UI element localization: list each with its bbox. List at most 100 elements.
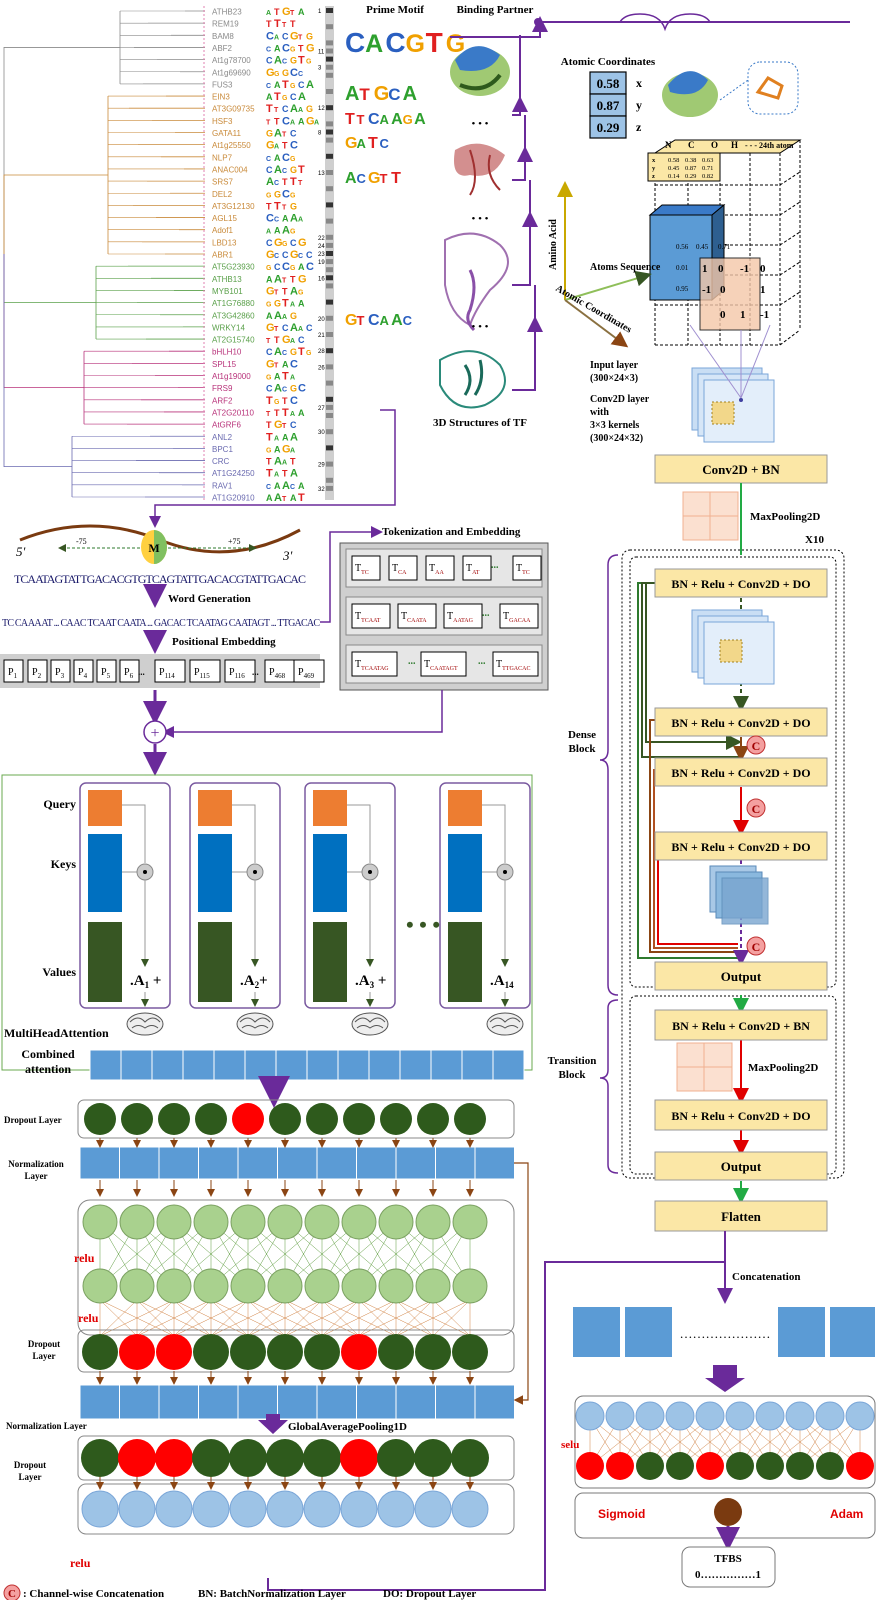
- word-sequence: TC CA AA AT ... CA AC TCAAT CAATA ... GA…: [2, 618, 320, 629]
- combined-cell: [120, 1049, 153, 1081]
- gene-label: At1g19000: [212, 372, 251, 381]
- prime-motif-letter: A: [414, 111, 426, 128]
- motif-letter: C: [266, 56, 273, 66]
- protein-structure-3: [444, 232, 509, 332]
- cube-axes: [557, 181, 652, 348]
- gene-label: BAM8: [212, 32, 234, 41]
- motif-letter: G: [306, 59, 312, 66]
- concat-badge-2: C: [752, 802, 761, 816]
- gene-label: AT1G76880: [212, 299, 255, 308]
- prime-motif-letter: G: [374, 83, 390, 105]
- gene-label: At1g78700: [212, 56, 251, 65]
- legend-concat: : Channel-wise Concatenation: [23, 1588, 164, 1600]
- motif-letter: G: [274, 189, 281, 199]
- motif-letter: C: [274, 262, 281, 272]
- dropout-label-3b: Layer: [19, 1472, 42, 1482]
- selu-neuron: [786, 1452, 814, 1480]
- position-label: P5: [101, 667, 111, 680]
- mha-label: MultiHeadAttention: [4, 1026, 109, 1040]
- dense-block-label-2: Block: [569, 743, 597, 755]
- motif-letter: C: [282, 59, 287, 66]
- brain-icon: [236, 1012, 274, 1036]
- motif-letter: T: [282, 298, 289, 310]
- prime-motif-letter: C: [380, 136, 390, 151]
- motif-letter: G: [306, 31, 313, 41]
- selu-neuron: [816, 1452, 844, 1480]
- dense-network: [77, 1099, 529, 1535]
- dropout-label-2a: Dropout: [28, 1339, 60, 1349]
- gene-label: RAV1: [212, 481, 233, 490]
- motif-letter: A: [274, 346, 282, 358]
- gene-label: NLP7: [212, 153, 233, 162]
- query-block: [198, 790, 232, 826]
- motif-letter: A: [274, 372, 281, 382]
- transition-block-label-2: Block: [559, 1069, 587, 1081]
- combined-cell: [244, 1049, 277, 1081]
- motif-letter: A: [298, 91, 306, 103]
- atom-header: O: [711, 140, 718, 150]
- brain-icon: [351, 1012, 389, 1036]
- combined-cell: [89, 1049, 122, 1081]
- prime-motif-letter: C: [388, 85, 400, 104]
- position-label: P1: [8, 667, 18, 680]
- motif-letter: A: [266, 274, 273, 284]
- motif-letter: T: [266, 103, 273, 115]
- query-line: [347, 804, 371, 863]
- tfbs-label: TFBS: [714, 1553, 742, 1565]
- motif-letter: G: [274, 299, 281, 309]
- motif-letter: A: [274, 456, 282, 468]
- dropout-neuron: [377, 1439, 415, 1477]
- norm-cell: [198, 1384, 239, 1420]
- concat-badge-3: C: [752, 940, 761, 954]
- dropout-neuron: [340, 1439, 378, 1477]
- cube-axis-letter: y: [652, 165, 656, 172]
- concat-vector: [573, 1307, 875, 1357]
- combined-cell: [213, 1049, 246, 1081]
- motif-letter: A: [298, 7, 305, 17]
- motif-letter: C: [306, 261, 314, 273]
- position-box: [293, 659, 325, 683]
- motif-letter: C: [266, 347, 273, 357]
- motif-letter: T: [282, 371, 289, 383]
- count-block: [326, 218, 333, 224]
- motif-letter: T: [274, 91, 281, 103]
- legend-c-icon: [3, 1584, 21, 1600]
- motif-letter: G: [266, 192, 272, 199]
- attention-output-label: .A2+: [240, 973, 268, 990]
- motif-letter: G: [306, 104, 313, 114]
- count-number: 22: [318, 236, 325, 242]
- motif-letter: A: [290, 302, 295, 309]
- dense-layer-4: [654, 831, 828, 861]
- count-number: 27: [318, 406, 325, 412]
- motif-letter: G: [266, 285, 275, 297]
- transition-block-label-1: Transition: [548, 1055, 597, 1067]
- atoms-sequence-axis: Atoms Sequence: [590, 262, 661, 273]
- dropout-neuron: [156, 1334, 192, 1370]
- motif-letter: A: [274, 444, 281, 454]
- query-line: [482, 804, 506, 863]
- motif-letter: G: [290, 192, 296, 199]
- dense-layer-1: [654, 568, 828, 598]
- motif-letter: A: [298, 262, 305, 272]
- motif-letter: T: [266, 457, 272, 467]
- gene-labels: ATHB23REM19BAM8ABF2At1g78700At1g69690FUS…: [212, 8, 255, 503]
- concat-down-arrow: [705, 1365, 745, 1392]
- dropout-neuron: [119, 1334, 155, 1370]
- motif-letter: G: [282, 6, 291, 18]
- gene-label: AT2G15740: [212, 336, 255, 345]
- position-ellipsis: ...: [252, 667, 259, 677]
- motif-letter: G: [290, 347, 297, 357]
- dense-output-box: [654, 961, 828, 991]
- amino-acid-axis: Amino Acid: [548, 219, 559, 270]
- count-block: [326, 40, 333, 46]
- motif-letter: T: [290, 176, 297, 188]
- dropout-neuron: [454, 1103, 486, 1135]
- dropout-neuron: [84, 1103, 116, 1135]
- cube-onehot: -1: [740, 263, 749, 275]
- cube-coord: 0.71: [702, 165, 713, 172]
- position-ellipsis: ...: [138, 667, 145, 677]
- count-block: [326, 121, 333, 127]
- motif-letter: A: [298, 107, 303, 114]
- motif-letter: A: [290, 447, 295, 454]
